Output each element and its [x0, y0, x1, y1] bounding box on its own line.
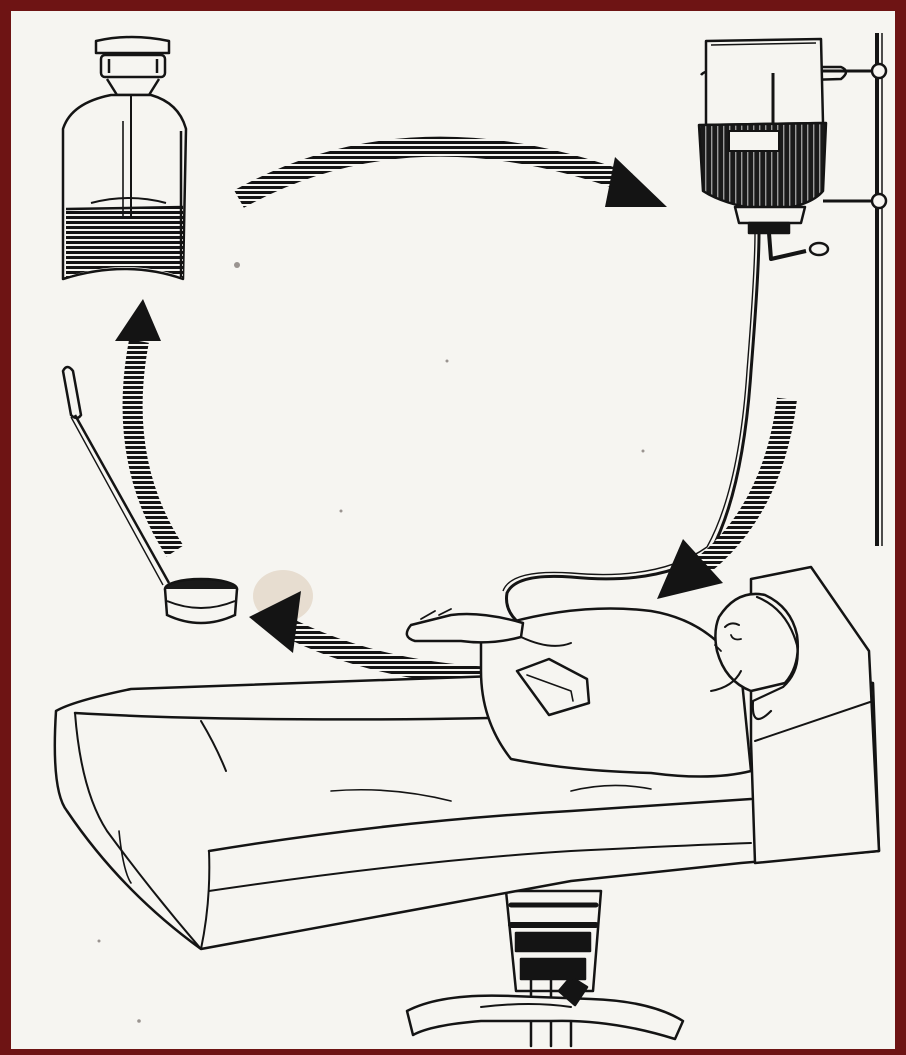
drip-tube: [507, 233, 760, 631]
drip-container-icon: [699, 33, 886, 546]
patient-on-table-icon: [55, 567, 879, 1046]
arrow-drip-to-patient: [657, 399, 787, 599]
reservoir-bottle-icon: [63, 37, 186, 279]
arrow-bottle-to-drip: [239, 147, 667, 207]
cycle-diagram: [11, 11, 895, 1049]
illustration-paper: [11, 11, 895, 1049]
